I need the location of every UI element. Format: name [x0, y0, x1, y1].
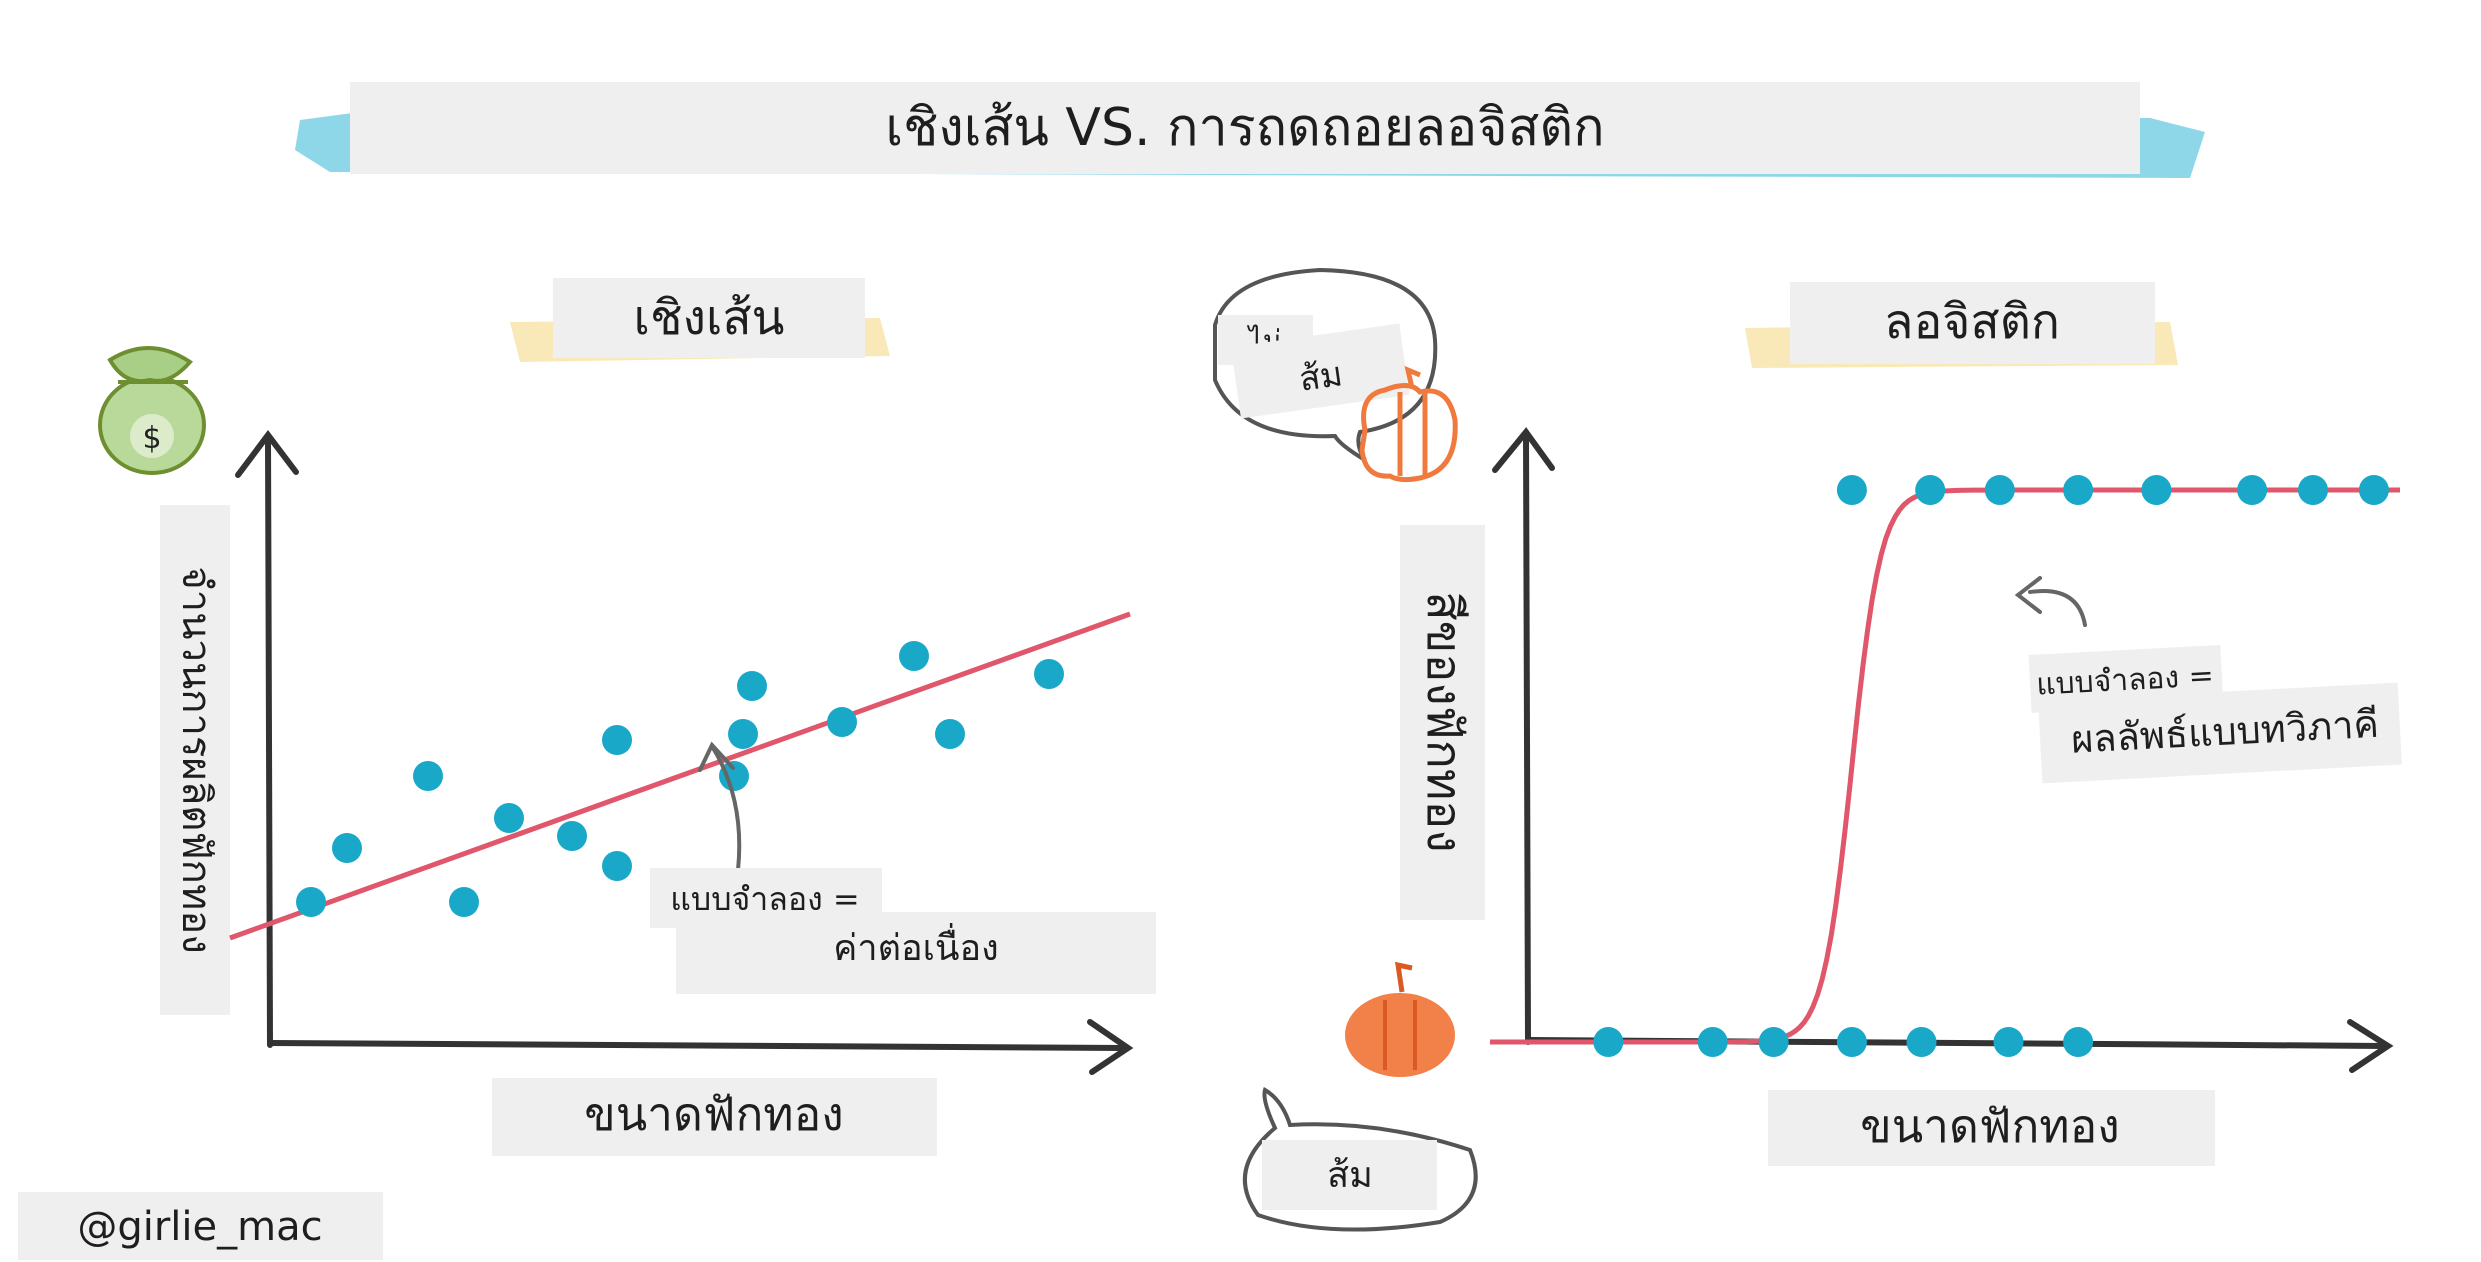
credit: @girlie_mac [77, 1204, 322, 1250]
linear-point-6 [557, 821, 587, 851]
logistic-point-3 [1758, 1027, 1789, 1057]
linear-axes [235, 430, 1134, 1075]
linear-fit-line [229, 611, 1131, 941]
logistic-title: ลอจิสติก [1884, 294, 2060, 350]
logistic-y-arrow [1492, 427, 1555, 473]
speech-bubble-top: ไม่ ส้ม [1213, 267, 1438, 462]
logistic-ylabel: สีของฟักทอง [1416, 591, 1472, 852]
logistic-point-7 [2063, 1027, 2094, 1057]
linear-y-arrow [235, 430, 299, 478]
linear-point-15 [1034, 659, 1064, 689]
linear-ylabel-bg [160, 505, 230, 1015]
logistic-points [1593, 475, 2389, 1057]
pumpkin-filled-icon [1345, 961, 1455, 1077]
linear-x-arrow [1087, 1019, 1134, 1075]
linear-model-line2-bg [676, 912, 1156, 994]
pumpkin-outline-icon [1359, 365, 1458, 483]
bubble-top-line2: ส้ม [1297, 354, 1345, 400]
title-banner: เชิงเส้น VS. การถดถอยลอจิสติก [295, 82, 2205, 178]
logistic-point-6 [1993, 1027, 2024, 1057]
logistic-point-10 [1984, 475, 2015, 505]
logistic-point-2 [1697, 1027, 1728, 1057]
logistic-point-12 [2141, 475, 2172, 505]
linear-point-10 [728, 719, 758, 749]
linear-point-2 [332, 833, 362, 863]
logistic-annotation-arrow [2014, 576, 2087, 627]
bubble-bottom-text: ส้ม [1327, 1155, 1373, 1196]
logistic-title-bg [1790, 282, 2155, 364]
logistic-point-13 [2237, 475, 2268, 505]
logistic-xlabel-bg [1768, 1090, 2215, 1166]
linear-points [296, 641, 1064, 917]
logistic-point-15 [2358, 475, 2389, 505]
linear-annotation-arrow [698, 741, 742, 872]
linear-panel: เชิงเส้น $ จำนวนการผลิตฟักทอง ขนาดฟักทอง [98, 278, 1156, 1156]
linear-point-5 [494, 803, 524, 833]
logistic-point-1 [1593, 1027, 1624, 1057]
linear-point-13 [935, 719, 965, 749]
linear-title: เชิงเส้น [634, 290, 785, 346]
speech-bubble-bottom: ส้ม [1242, 1086, 1478, 1232]
logistic-point-14 [2298, 475, 2328, 505]
linear-x-axis [267, 1040, 1128, 1051]
svg-text:$: $ [142, 421, 161, 456]
logistic-point-8 [1836, 475, 1867, 505]
logistic-point-11 [2063, 475, 2094, 505]
logistic-xlabel: ขนาดฟักทอง [1860, 1099, 2119, 1153]
credit-bg [18, 1192, 383, 1260]
logistic-y-axis [1523, 432, 1531, 1045]
logistic-model-line2-bg [2038, 682, 2402, 784]
linear-point-14 [899, 641, 929, 671]
linear-point-12 [827, 707, 857, 737]
logistic-point-4 [1836, 1027, 1867, 1057]
linear-xlabel: ขนาดฟักทอง [584, 1087, 843, 1141]
linear-point-3 [413, 761, 443, 791]
linear-point-8 [602, 725, 632, 755]
linear-model-line1: แบบจำลอง = [670, 880, 859, 918]
linear-xlabel-bg [492, 1078, 937, 1156]
logistic-ylabel-bg [1400, 525, 1485, 920]
linear-point-11 [737, 671, 767, 701]
linear-point-1 [296, 887, 326, 917]
title-label-bg [350, 82, 2140, 174]
linear-model-line2: ค่าต่อเนื่อง [833, 923, 998, 969]
linear-point-9 [719, 761, 749, 791]
linear-title-bg [553, 278, 865, 358]
logistic-point-9 [1915, 475, 1946, 505]
linear-ylabel: จำนวนการผลิตฟักทอง [173, 566, 219, 954]
linear-point-7 [602, 851, 632, 881]
money-bag-icon: $ [98, 346, 206, 475]
logistic-panel: ลอจิสติก ไม่ ส้ม ส้ม สีของ [1213, 267, 2402, 1232]
page-title: เชิงเส้น VS. การถดถอยลอจิสติก [885, 98, 1604, 158]
linear-point-4 [449, 887, 479, 917]
linear-y-axis [265, 435, 273, 1048]
logistic-point-5 [1906, 1027, 1937, 1057]
logistic-x-arrow [2347, 1019, 2394, 1073]
